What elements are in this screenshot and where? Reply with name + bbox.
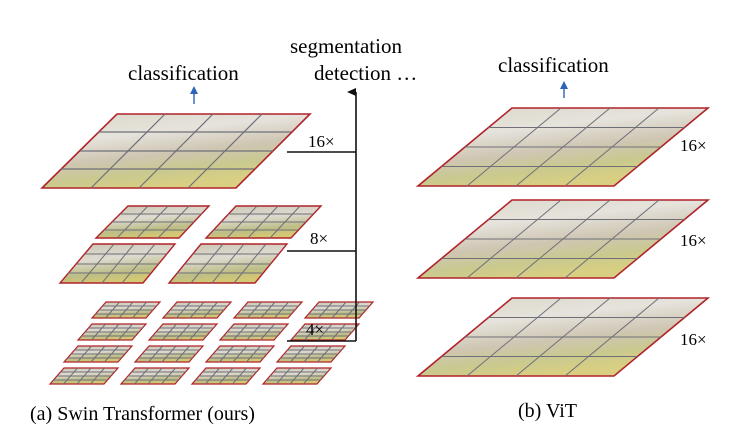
vit-caption: (b) ViT <box>518 400 577 422</box>
grid-line <box>331 323 346 341</box>
up-arrow-icon <box>190 86 198 104</box>
window <box>261 367 333 385</box>
dense-task-label-line1: segmentation <box>290 34 402 58</box>
window <box>275 345 347 363</box>
scale-label-4x: 4× <box>306 320 324 339</box>
grid-line <box>260 323 275 341</box>
window <box>218 323 290 341</box>
dense-task-label-line2: detection … <box>314 61 417 85</box>
grid-line <box>274 301 289 319</box>
vit-classification-label: classification <box>498 53 609 77</box>
swin-stage-4x <box>48 301 375 385</box>
scale-label-16x: 16× <box>308 132 335 151</box>
grid-line <box>564 297 660 377</box>
swin-panel: 16× 8× 4× segmentation detection … class… <box>30 34 417 425</box>
vit-scale-label-middle: 16× <box>680 231 707 250</box>
up-arrow-icon <box>560 81 568 98</box>
window <box>76 323 148 341</box>
window-grid <box>68 205 313 284</box>
grid-line <box>132 301 147 319</box>
grid-line <box>104 345 119 363</box>
window <box>119 367 191 385</box>
vit-scale-label-top: 16× <box>680 136 707 155</box>
window <box>303 301 375 319</box>
grid-line <box>564 107 660 187</box>
vit-feature-map <box>415 107 711 187</box>
grid-line <box>161 367 176 385</box>
vit-feature-map <box>415 297 711 377</box>
swin-caption: (a) Swin Transformer (ours) <box>30 403 255 425</box>
swin-stage-8x <box>58 205 323 284</box>
grid-line <box>564 199 660 279</box>
swin-stage-16x <box>40 113 312 189</box>
window <box>62 345 134 363</box>
window <box>232 301 304 319</box>
grid-line <box>246 345 261 363</box>
vit-panel: classification 16× 16× 16× (b) ViT <box>415 53 711 422</box>
window <box>133 345 205 363</box>
window <box>204 345 276 363</box>
grid-line <box>203 301 218 319</box>
grid-line <box>189 323 204 341</box>
window-grid <box>61 113 291 189</box>
window <box>48 367 120 385</box>
window <box>190 367 262 385</box>
grid-line <box>303 367 318 385</box>
grid-line <box>317 345 332 363</box>
vit-feature-map <box>415 199 711 279</box>
vit-scale-label-bottom: 16× <box>680 330 707 349</box>
classification-label: classification <box>128 61 239 85</box>
window <box>90 301 162 319</box>
window <box>147 323 219 341</box>
multi-scale-connector <box>287 88 357 342</box>
scale-label-8x: 8× <box>310 229 328 248</box>
grid-line <box>90 367 105 385</box>
grid-line <box>118 323 133 341</box>
window <box>161 301 233 319</box>
grid-line <box>345 301 360 319</box>
grid-line <box>232 367 247 385</box>
window <box>289 323 361 341</box>
grid-line <box>175 345 190 363</box>
